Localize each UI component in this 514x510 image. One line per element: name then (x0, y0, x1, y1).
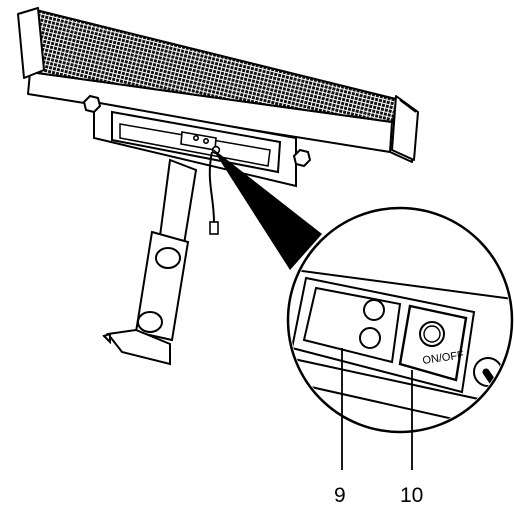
callout-9: 9 (334, 484, 346, 507)
left-adjust-knob (82, 94, 102, 114)
callout-10: 10 (400, 484, 423, 507)
left-end-cap (17, 7, 45, 79)
power-cable (208, 151, 219, 235)
heater-housing (17, 7, 419, 163)
callout-leaders (341, 348, 413, 470)
indicator-light-bottom (359, 327, 381, 349)
switch-label: ON/OFF (422, 349, 465, 367)
zoom-detail: ON/OFF (286, 206, 514, 434)
control-box (180, 131, 221, 155)
zoom-wedge (212, 148, 322, 270)
indicator-light-top (363, 299, 385, 321)
stand-pole (102, 158, 198, 366)
right-adjust-knob (292, 148, 312, 168)
right-end-cap (391, 95, 419, 161)
